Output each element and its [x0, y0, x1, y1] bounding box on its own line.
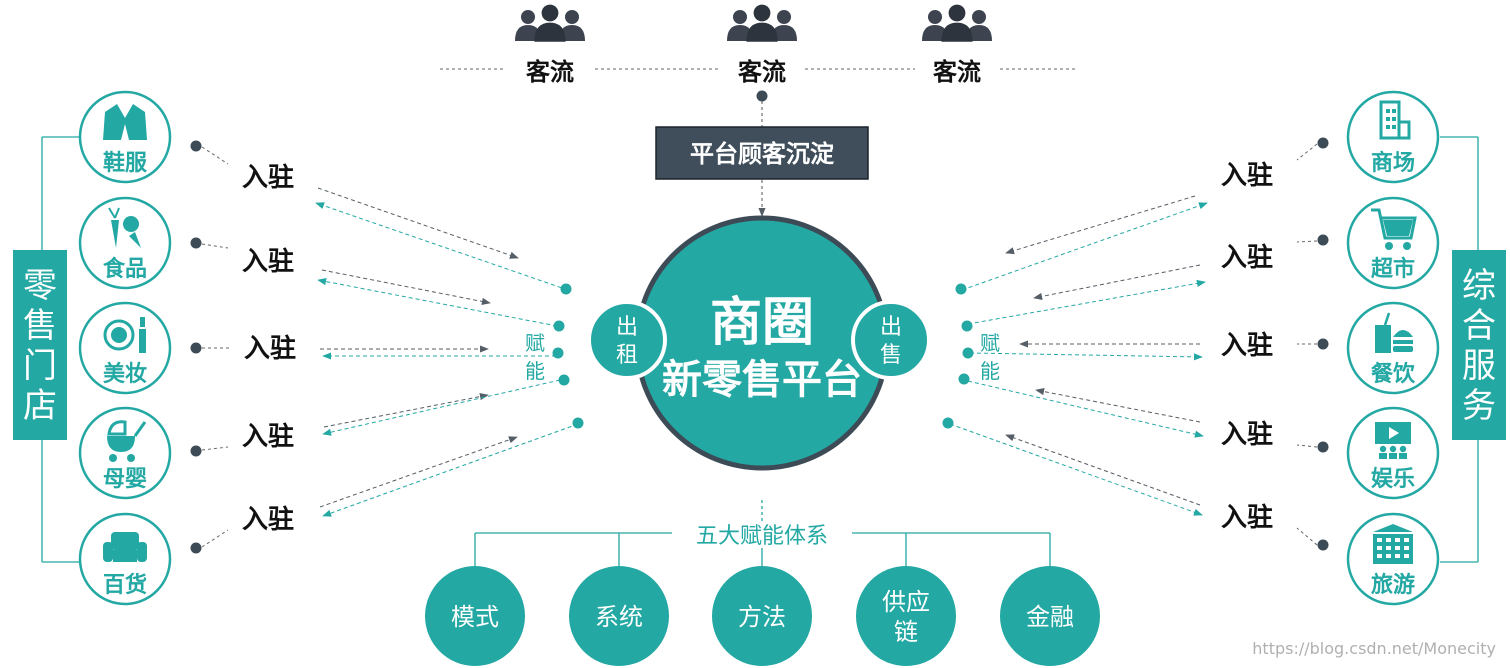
- cinema-icon: [1375, 422, 1411, 459]
- service-label: 超市: [1371, 256, 1415, 282]
- system-item: 金融: [1000, 533, 1100, 666]
- settle-label: 入驻: [1221, 419, 1273, 450]
- system-item-label: 系统: [595, 603, 643, 631]
- system-item-label: 链: [894, 618, 918, 646]
- left-empower-1: 赋: [525, 331, 545, 355]
- right-title-char: 服: [1462, 346, 1496, 386]
- settle-link-left: 入驻: [190, 140, 572, 295]
- traffic-label-2: 客流: [738, 58, 786, 86]
- people-group-icon: [727, 4, 797, 42]
- system-item-label: 模式: [451, 603, 499, 631]
- system-title: 五大赋能体系: [696, 524, 828, 549]
- platform-box-label: 平台顾客沉淀: [690, 140, 835, 168]
- people-group-icon: [922, 4, 992, 42]
- center-subtitle: 新零售平台: [662, 357, 862, 403]
- store-node: 鞋服: [78, 90, 172, 184]
- store-label: 母婴: [103, 467, 147, 492]
- center-title: 商圈: [710, 293, 814, 353]
- stroller-icon: [107, 420, 147, 462]
- settle-label: 入驻: [1221, 242, 1273, 273]
- system-section: 五大赋能体系 模式系统方法供应链金融: [425, 500, 1100, 666]
- store-label: 百货: [103, 572, 147, 598]
- settle-link-right: 入驻: [962, 330, 1329, 361]
- vegetables-icon: [108, 207, 141, 248]
- sale-label-2: 售: [880, 343, 902, 368]
- settle-link-left: 入驻: [190, 374, 570, 457]
- left-empower-2: 能: [525, 359, 545, 383]
- store-node: 食品: [78, 196, 172, 290]
- service-node: 娱乐: [1346, 406, 1440, 500]
- right-title-char: 合: [1462, 306, 1496, 346]
- left-title-char: 店: [23, 386, 57, 426]
- fast-food-icon: [1375, 312, 1413, 353]
- sofa-icon: [103, 532, 147, 562]
- settle-link-right: 入驻: [961, 234, 1329, 332]
- store-label: 鞋服: [103, 151, 148, 176]
- settle-label: 入驻: [1221, 330, 1273, 361]
- store-node: 百货: [78, 512, 172, 606]
- system-item-label: 金融: [1026, 603, 1074, 631]
- center-hub: 商圈 新零售平台: [634, 215, 890, 471]
- left-title-char: 售: [23, 306, 57, 346]
- settle-link-left: 入驻: [190, 237, 565, 332]
- settle-link-left: 入驻: [190, 333, 564, 364]
- service-node: 旅游: [1346, 512, 1440, 606]
- jacket-icon: [103, 104, 147, 140]
- right-title-char: 务: [1462, 386, 1496, 426]
- right-empower-2: 能: [980, 359, 1000, 383]
- people-group-icon: [515, 4, 585, 42]
- rent-label-1: 出: [616, 315, 638, 340]
- system-item-label: 供应: [882, 588, 930, 616]
- rent-label-2: 租: [616, 343, 638, 368]
- system-item: 方法: [712, 566, 812, 666]
- watermark: https://blog.csdn.net/Monecity: [1252, 639, 1496, 658]
- service-label: 旅游: [1371, 572, 1415, 598]
- right-title-char: 综: [1462, 266, 1496, 306]
- hotel-icon: [1373, 524, 1413, 564]
- left-title-char: 门: [23, 346, 57, 386]
- system-item: 供应链: [856, 533, 956, 666]
- sale-label-1: 出: [880, 315, 902, 340]
- store-label: 美妆: [103, 361, 147, 387]
- service-label: 餐饮: [1371, 362, 1416, 387]
- sale-satellite: 出 售: [851, 300, 931, 380]
- service-node: 超市: [1346, 196, 1440, 290]
- service-label: 娱乐: [1371, 467, 1415, 492]
- platform-box: 平台顾客沉淀: [655, 126, 869, 217]
- left-title-char: 零: [23, 266, 57, 306]
- service-node: 商场: [1346, 90, 1440, 184]
- system-item-label: 方法: [738, 603, 786, 631]
- settle-link-right: 入驻: [958, 373, 1329, 453]
- right-empower-1: 赋: [980, 331, 1000, 355]
- store-node: 美妆: [78, 301, 172, 395]
- shopping-cart-icon: [1371, 208, 1417, 250]
- traffic-label-1: 客流: [526, 58, 574, 86]
- store-node: 母婴: [78, 406, 172, 500]
- rent-satellite: 出 租: [587, 300, 667, 380]
- traffic-label-3: 客流: [933, 58, 981, 86]
- settle-link-right: 入驻: [955, 137, 1329, 295]
- settle-label: 入驻: [242, 421, 294, 452]
- system-item: 系统: [569, 533, 669, 666]
- building-icon: [1379, 100, 1411, 140]
- settle-label: 入驻: [244, 333, 296, 364]
- cosmetics-icon: [103, 317, 146, 353]
- traffic-section: 客流 客流 客流: [440, 4, 1075, 127]
- settle-label: 入驻: [242, 246, 294, 277]
- settle-label: 入驻: [242, 162, 294, 193]
- service-label: 商场: [1371, 150, 1415, 176]
- settle-label: 入驻: [242, 504, 294, 535]
- system-item: 模式: [425, 533, 525, 666]
- settle-link-right: 入驻: [942, 417, 1329, 551]
- traffic-connector-dot: [756, 90, 768, 102]
- service-node: 餐饮: [1346, 301, 1440, 395]
- store-label: 食品: [103, 256, 147, 282]
- settle-label: 入驻: [1221, 160, 1273, 191]
- settle-label: 入驻: [1221, 502, 1273, 533]
- settle-link-left: 入驻: [190, 417, 584, 554]
